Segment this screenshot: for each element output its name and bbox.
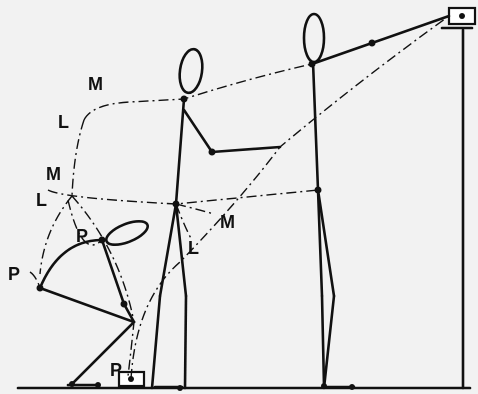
path-hands (130, 15, 450, 380)
path-shoulder-top (83, 63, 313, 121)
label-m-mid: M (46, 164, 61, 184)
label-p-left: P (8, 264, 20, 284)
label-p-head: P (76, 226, 88, 246)
path-lower-left (67, 199, 103, 246)
head-reaching (302, 12, 326, 64)
label-p-foot: P (110, 360, 122, 380)
head-crouched (105, 219, 149, 247)
head-middle (178, 47, 204, 95)
label-m-lower: M (220, 212, 235, 232)
label-l-lower: L (188, 238, 199, 258)
path-left-vertical (71, 119, 85, 197)
figure-reaching (302, 12, 451, 390)
path-mid-l (175, 203, 193, 241)
label-l-mid: L (36, 190, 47, 210)
label-m-top: M (88, 74, 103, 94)
path-knees (71, 195, 135, 377)
path-hip-down (39, 195, 73, 275)
label-l-top: L (58, 112, 69, 132)
shelf-pole (440, 26, 474, 390)
path-mid-m (175, 203, 215, 215)
path-p-left (29, 271, 41, 289)
box-on-shelf (447, 6, 477, 26)
trajectory-paths (29, 15, 450, 380)
figure-crouched (36, 219, 149, 388)
figure-middle (150, 47, 282, 391)
path-hip-mid (47, 189, 319, 205)
